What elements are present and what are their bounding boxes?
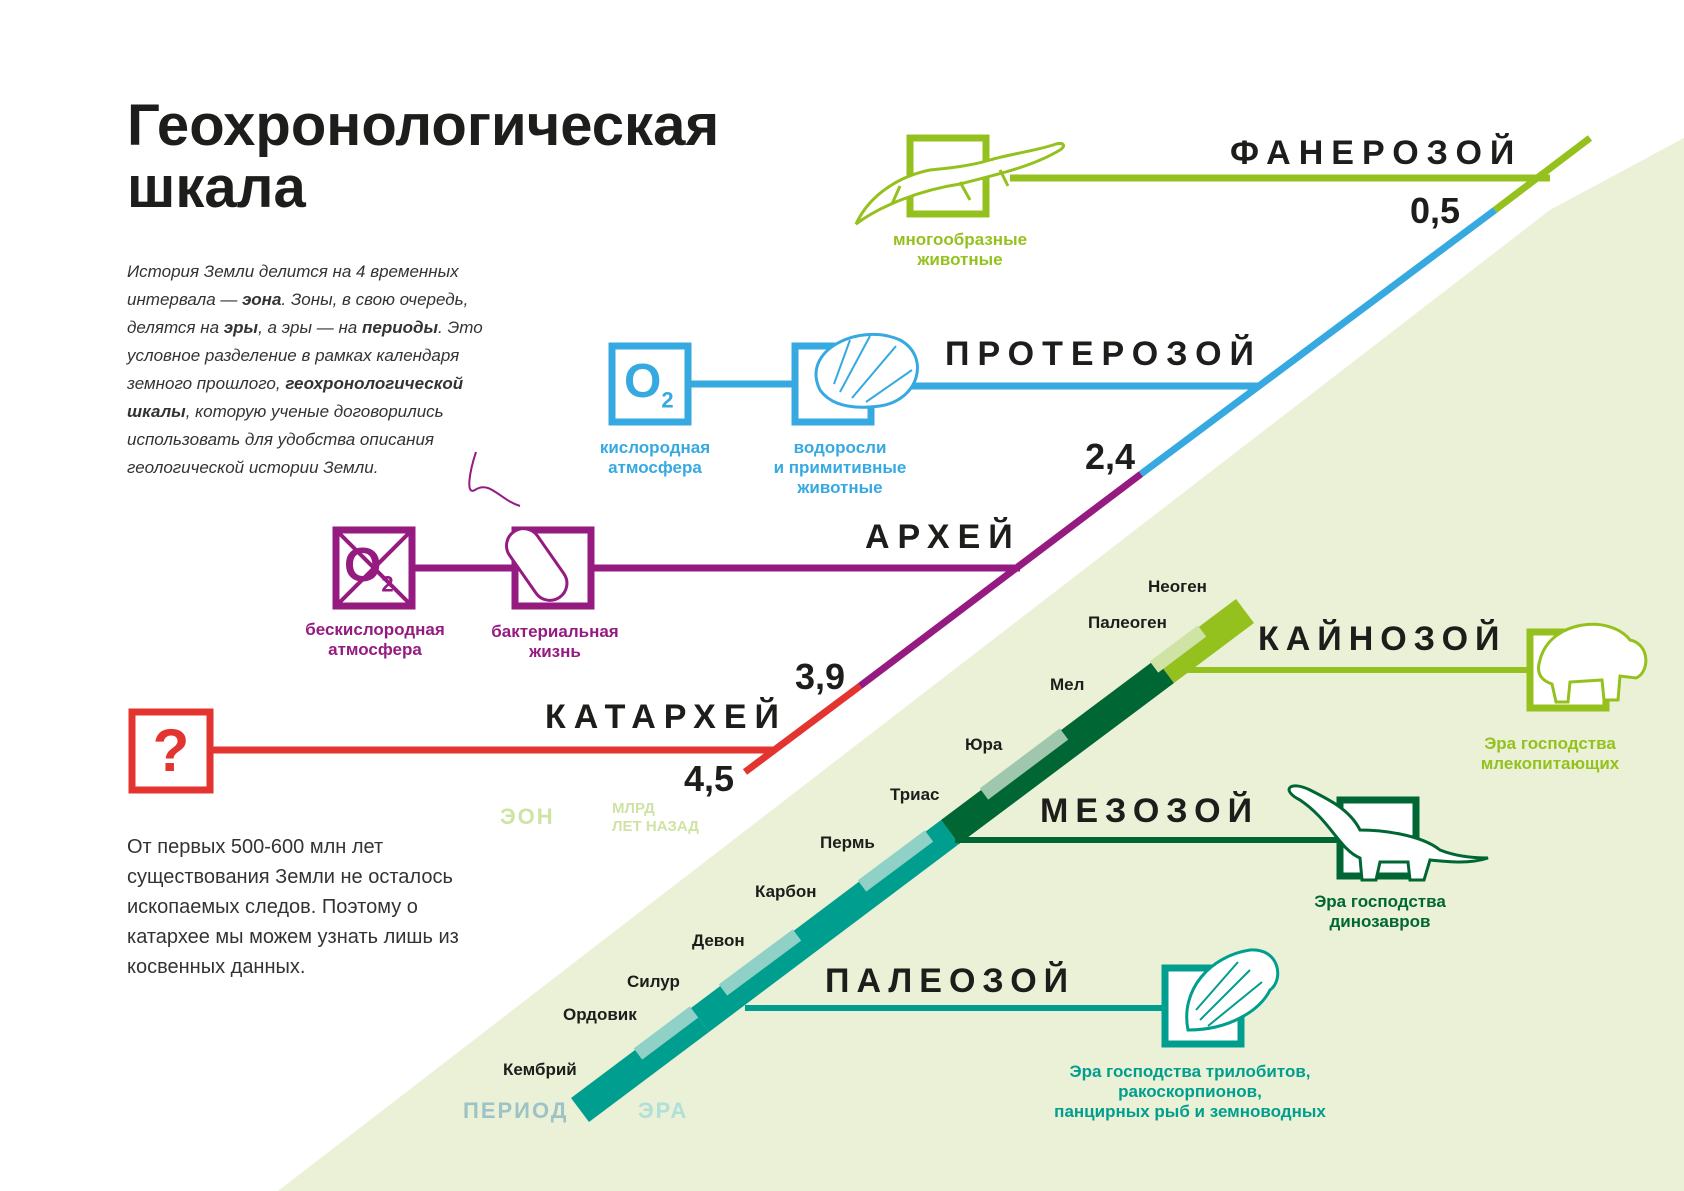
caption-paleozoic: Эра господства трилобитов, ракоскорпионо…: [1054, 1062, 1326, 1121]
eon-name-katarchean: КАТАРХЕЙ: [545, 698, 787, 736]
legend-bya: МЛРД ЛЕТ НАЗАД: [612, 800, 699, 835]
period-carboniferous: Карбон: [755, 882, 817, 901]
period-cambrian: Кембрий: [503, 1060, 577, 1079]
no-oxygen-symbol: O2: [344, 539, 394, 597]
intro-text: История Земли делится на 4 временных инт…: [127, 262, 483, 477]
eon-name-proterozoic: ПРОТЕРОЗОЙ: [945, 335, 1262, 373]
cambrian-band: [571, 1008, 709, 1122]
eon-start-archean: 3,9: [795, 656, 846, 697]
oxygen-symbol: O2: [624, 355, 674, 413]
period-silurian: Силур: [627, 972, 680, 991]
eon-name-phanerozoic: ФАНЕРОЗОЙ: [1230, 134, 1523, 172]
eon-start-proterozoic: 2,4: [1085, 436, 1136, 477]
proterozoic-segment: [1138, 207, 1498, 477]
bacterium-icon: [468, 451, 595, 610]
archean-segment: [857, 471, 1144, 689]
caption-anoxic-atmosphere: бескислородная атмосфера: [305, 620, 445, 659]
eon-name-archean: АРХЕЙ: [865, 518, 1021, 556]
question-icon: [128, 708, 214, 794]
era-name-mesozoic: МЕЗОЗОЙ: [1040, 792, 1260, 830]
period-cretaceous: Мел: [1050, 675, 1085, 694]
caption-mesozoic: Эра господства динозавров: [1314, 892, 1446, 931]
stromatolite-icon: [791, 332, 919, 426]
caption-algae: водоросли и примитивные животные: [773, 438, 907, 497]
no-oxygen-icon: [332, 526, 416, 610]
katarchean-note: От первых 500-600 млн лет существования …: [127, 836, 459, 978]
period-neogene: Неоген: [1148, 577, 1207, 596]
period-ordovician: Ордовик: [563, 1005, 637, 1024]
hippo-icon: [1526, 622, 1648, 712]
period-devonian: Девон: [692, 931, 745, 950]
caption-cenozoic: Эра господства млекопитающих: [1480, 734, 1620, 773]
question-symbol: ?: [152, 717, 190, 784]
caption-oxygen-atmosphere: кислородная атмосфера: [599, 438, 711, 477]
katarchean-segment: [742, 683, 863, 775]
period-paleogene: Палеоген: [1088, 613, 1167, 632]
trilobite-icon: [1161, 948, 1280, 1048]
eon-start-katarchean: 4,5: [684, 758, 735, 799]
era-name-cenozoic: КАЙНОЗОЙ: [1258, 620, 1507, 658]
phanerozoic-segment: [1492, 135, 1593, 213]
period-jurassic: Юра: [965, 735, 1003, 754]
paleozoic-band: [690, 820, 960, 1032]
crocodile-icon: [854, 134, 1065, 226]
legend-era: ЭРА: [638, 1098, 689, 1123]
cenozoic-band: [1156, 599, 1254, 683]
dinosaur-icon: [1287, 784, 1489, 882]
oxygen-icon: [608, 342, 692, 426]
period-permian: Пермь: [820, 833, 875, 852]
mesozoic-band: [941, 658, 1174, 845]
legend-eon: ЭОН: [500, 804, 555, 829]
eon-start-phanerozoic: 0,5: [1410, 190, 1461, 231]
caption-bacterial-life: бактериальная жизнь: [491, 622, 619, 661]
legend-period: ПЕРИОД: [463, 1098, 569, 1123]
caption-diverse-animals: многообразные животные: [892, 230, 1028, 269]
era-name-paleozoic: ПАЛЕОЗОЙ: [825, 962, 1076, 1000]
period-triassic: Триас: [890, 785, 940, 804]
